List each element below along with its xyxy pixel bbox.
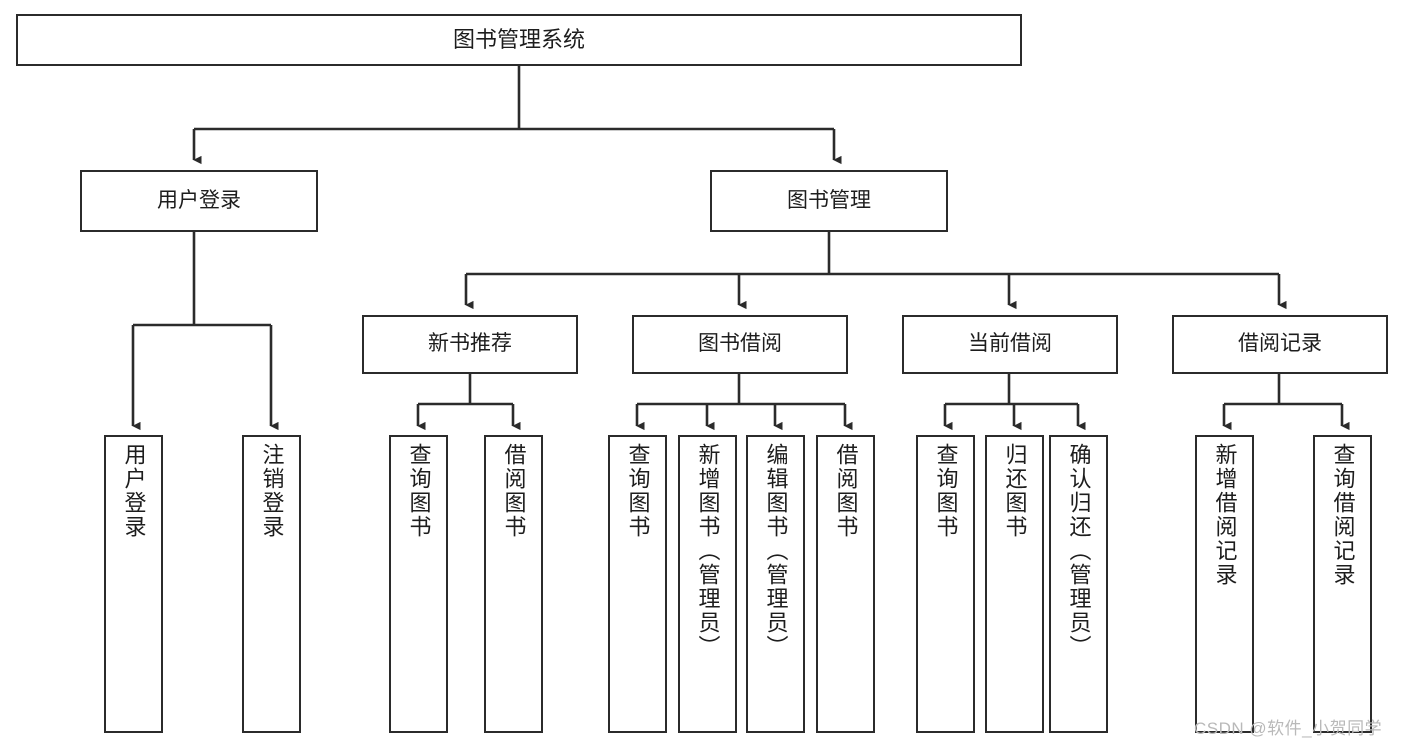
node-label: 新书推荐 bbox=[428, 332, 512, 356]
node-label: 查询图书 bbox=[933, 443, 959, 539]
node-label: 确认归还（管理员） bbox=[1066, 443, 1092, 659]
node-root-book-management-system[interactable]: 图书管理系统 bbox=[16, 14, 1022, 66]
node-leaf-borrow-book[interactable]: 借阅图书 bbox=[816, 435, 875, 733]
node-label: 查询借阅记录 bbox=[1330, 443, 1356, 587]
node-leaf-query-borrow-record[interactable]: 查询借阅记录 bbox=[1313, 435, 1372, 733]
node-label: 用户登录 bbox=[121, 443, 147, 539]
node-leaf-logout[interactable]: 注销登录 bbox=[242, 435, 301, 733]
node-label: 用户登录 bbox=[157, 188, 241, 212]
node-label: 借阅图书 bbox=[501, 443, 527, 539]
node-book-management[interactable]: 图书管理 bbox=[710, 170, 948, 232]
node-label: 借阅图书 bbox=[833, 443, 859, 539]
node-leaf-query-book-recommend[interactable]: 查询图书 bbox=[389, 435, 448, 733]
node-leaf-borrow-book-recommend[interactable]: 借阅图书 bbox=[484, 435, 543, 733]
node-user-login[interactable]: 用户登录 bbox=[80, 170, 318, 232]
node-label: 当前借阅 bbox=[968, 332, 1052, 356]
node-leaf-query-book-current[interactable]: 查询图书 bbox=[916, 435, 975, 733]
node-current-borrow[interactable]: 当前借阅 bbox=[902, 315, 1118, 374]
node-book-borrow[interactable]: 图书借阅 bbox=[632, 315, 848, 374]
node-label: 新增图书（管理员） bbox=[695, 443, 721, 659]
node-label: 查询图书 bbox=[406, 443, 432, 539]
node-leaf-query-book-borrow[interactable]: 查询图书 bbox=[608, 435, 667, 733]
node-label: 借阅记录 bbox=[1238, 332, 1322, 356]
node-leaf-confirm-return-admin[interactable]: 确认归还（管理员） bbox=[1049, 435, 1108, 733]
node-label: 图书借阅 bbox=[698, 332, 782, 356]
node-leaf-add-book-admin[interactable]: 新增图书（管理员） bbox=[678, 435, 737, 733]
node-leaf-edit-book-admin[interactable]: 编辑图书（管理员） bbox=[746, 435, 805, 733]
node-new-book-recommendation[interactable]: 新书推荐 bbox=[362, 315, 578, 374]
watermark-text: CSDN @软件_小贺同学 bbox=[1194, 719, 1383, 738]
node-leaf-user-login[interactable]: 用户登录 bbox=[104, 435, 163, 733]
node-label: 注销登录 bbox=[259, 443, 285, 539]
node-label: 查询图书 bbox=[625, 443, 651, 539]
node-leaf-add-borrow-record[interactable]: 新增借阅记录 bbox=[1195, 435, 1254, 733]
node-label: 图书管理系统 bbox=[452, 27, 585, 53]
node-label: 编辑图书（管理员） bbox=[763, 443, 789, 659]
node-borrow-record[interactable]: 借阅记录 bbox=[1172, 315, 1388, 374]
node-label: 图书管理 bbox=[787, 188, 871, 212]
node-leaf-return-book[interactable]: 归还图书 bbox=[985, 435, 1044, 733]
node-label: 新增借阅记录 bbox=[1212, 443, 1238, 587]
node-label: 归还图书 bbox=[1002, 443, 1028, 539]
